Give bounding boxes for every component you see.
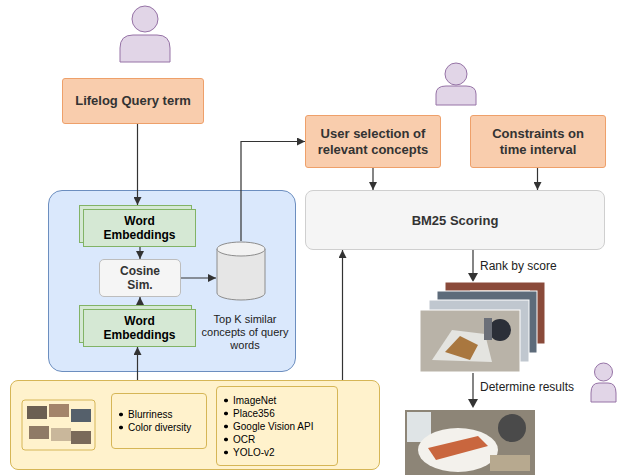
flow-arrow: [537, 168, 538, 190]
database-top: [217, 242, 265, 256]
person-icon: [591, 383, 616, 402]
person-icon: [445, 63, 467, 85]
ranked-images: [432, 330, 492, 362]
query-box: Lifelog Query term: [62, 78, 204, 124]
list-item: ImageNet: [222, 394, 332, 407]
box-text: Word Embeddings: [90, 214, 189, 242]
result-image: [428, 436, 488, 460]
feature-region: BlurrinessColor diversityImageNetPlace35…: [10, 380, 380, 470]
box-text: Constraints on time interval: [477, 126, 599, 158]
result-image: [498, 414, 526, 442]
selection-box: User selection of relevant concepts: [305, 115, 441, 168]
ranked-images: [489, 319, 511, 341]
list-item: OCR: [222, 433, 332, 446]
embedding-box: Word Embeddings: [83, 209, 196, 247]
ranked-images: [440, 312, 520, 352]
ranked-images: [445, 336, 478, 360]
person-icon: [132, 6, 158, 32]
rank-arrow: [472, 250, 473, 274]
concept-database: Top K similar concepts of query words: [216, 241, 266, 301]
ranked-images: [420, 282, 545, 372]
flow-arrow: [241, 142, 305, 242]
ranked-images: [437, 291, 537, 353]
person-icon: [120, 6, 170, 62]
lifelog-images: [29, 426, 49, 439]
person-icon: [120, 35, 170, 62]
lifelog-images: [22, 400, 95, 450]
box-text: Word Embeddings: [90, 314, 189, 342]
box-text: Top K similar concepts of query words: [198, 313, 292, 352]
flow-arrow: [139, 297, 140, 305]
person-icon: [595, 363, 613, 381]
ranked-images: [429, 300, 529, 362]
detector-list: ImageNetPlace356Google Vision APIOCRYOLO…: [216, 386, 338, 466]
list-item: YOLO-v2: [222, 446, 332, 459]
list-item: Blurriness: [117, 408, 201, 421]
constraint-box: Constraints on time interval: [470, 115, 606, 168]
lifelog-images: [22, 400, 95, 450]
scoring-box: BM25 Scoring: [305, 190, 605, 250]
list-item: Place356: [222, 407, 332, 420]
result-arrow: [468, 373, 478, 408]
box-text: BM25 Scoring: [412, 213, 499, 228]
person-icon: [591, 363, 616, 402]
rank-arrow: [468, 273, 478, 282]
label-holder: Rank by score: [480, 259, 557, 273]
result-arrow: [472, 373, 473, 400]
person-icon: [436, 63, 476, 105]
label-holder: Determine results: [480, 380, 574, 394]
result-image: [418, 428, 498, 472]
lifelog-images: [71, 409, 91, 422]
box-text: User selection of relevant concepts: [312, 126, 434, 158]
flow-arrow: [137, 124, 138, 205]
flow-arrow: [137, 347, 138, 380]
flow-arrow: [372, 168, 373, 190]
ranked-images: [484, 318, 492, 340]
database-body: [217, 249, 265, 300]
lifelog-images: [49, 404, 69, 417]
box-text: Lifelog Query term: [75, 93, 191, 109]
similarity-box: Cosine Sim.: [99, 259, 181, 297]
rank-arrow: [468, 250, 478, 282]
result-image: [405, 410, 535, 475]
result-image: [490, 455, 530, 471]
embedding-region: Word EmbeddingsCosine Sim.Word Embedding…: [48, 190, 296, 372]
step-label: Rank by score: [480, 259, 557, 273]
flow-arrow: [181, 277, 216, 278]
flow-arrow: [342, 250, 343, 380]
lifelog-images: [51, 428, 71, 441]
box-text: Cosine Sim.: [106, 264, 174, 292]
embedding-box: Word Embeddings: [83, 309, 196, 347]
result-image: [405, 410, 535, 475]
lifelog-images: [27, 406, 47, 419]
step-label: Determine results: [480, 380, 574, 394]
list-item: Color diversity: [117, 421, 201, 434]
feature-list: BlurrinessColor diversity: [111, 393, 207, 449]
flow-arrow: [139, 247, 140, 259]
ranked-images: [420, 310, 520, 372]
result-image: [407, 412, 431, 442]
ranked-images: [450, 306, 510, 334]
person-icon: [436, 86, 476, 105]
ranked-images: [470, 290, 530, 320]
database-symbol: [216, 241, 266, 301]
list-item: Google Vision API: [222, 420, 332, 433]
ranked-images: [445, 282, 545, 344]
result-arrow: [468, 399, 478, 408]
lifelog-images: [71, 431, 91, 444]
